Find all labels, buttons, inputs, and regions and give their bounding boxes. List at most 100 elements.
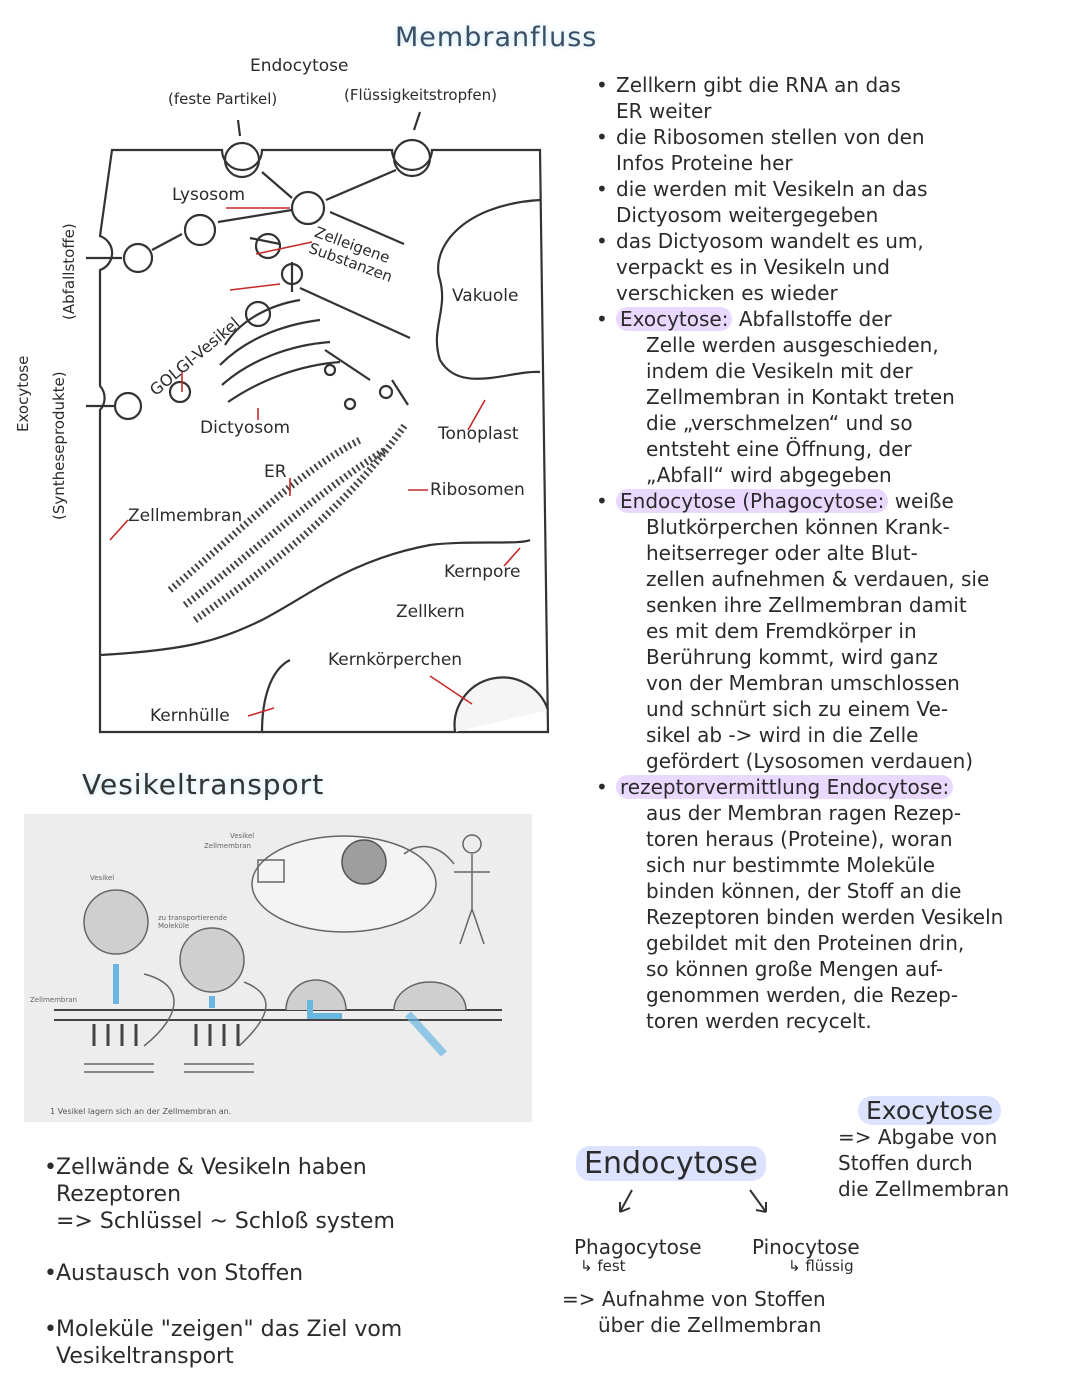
notes-list: • Zellkern gibt die RNA an das ER weiter… xyxy=(588,72,1058,1034)
summary-phago-sub: ↳ fest xyxy=(580,1258,626,1274)
note-line: das Dictyosom wandelt es um, xyxy=(616,228,1058,254)
arrow-left xyxy=(620,1190,632,1212)
small-vesicle xyxy=(345,399,355,409)
vesicle-transport-photo: Vesikel Zellmembran Vesikel zu transport… xyxy=(24,814,532,1122)
label-ribosomen: Ribosomen xyxy=(430,480,525,500)
photo-label-vesikel: Vesikel xyxy=(230,832,254,840)
note-endocytose: • Endocytose (Phagocytose: weiße Blutkör… xyxy=(588,488,1058,774)
nuclear-envelope-bottom xyxy=(262,660,290,732)
label-kernhuelle: Kernhülle xyxy=(150,706,230,726)
photo-label-zellmembran-top: Zellmembran xyxy=(204,842,251,850)
note-line: die „verschmelzen“ und so xyxy=(646,410,1058,436)
note-line: zellen aufnehmen & verdauen, sie xyxy=(646,566,1058,592)
note-line: Berührung kommt, wird ganz xyxy=(646,644,1058,670)
term-endocytose: Endocytose (Phagocytose: xyxy=(616,489,888,513)
note-line: ER weiter xyxy=(616,98,1058,124)
note-line: senken ihre Zellmembran damit xyxy=(646,592,1058,618)
arrow xyxy=(262,172,292,198)
note-line: Zellmembran in Kontakt treten xyxy=(646,384,1058,410)
vesicle-3 xyxy=(286,980,346,1010)
summary-exocytose-title: Exocytose xyxy=(858,1096,1001,1125)
term-exocytose: Exocytose: xyxy=(616,307,732,331)
note-line: von der Membran umschlossen xyxy=(646,670,1058,696)
arrow xyxy=(218,210,292,222)
arrow xyxy=(300,288,410,338)
bullet-line: Zellwände & Vesikeln haben xyxy=(56,1154,395,1181)
photo-label-zellmembran-left: Zellmembran xyxy=(30,996,77,1004)
note-exocytose: • Exocytose: Abfallstoffe der Zelle werd… xyxy=(588,306,1058,488)
small-vesicle xyxy=(380,386,392,398)
summary-phagocytose: Phagocytose xyxy=(574,1236,702,1258)
note-item: • das Dictyosom wandelt es um, verpackt … xyxy=(588,228,1058,306)
label-zellmembran: Zellmembran xyxy=(128,506,242,526)
exo-line: => Abgabe von xyxy=(838,1124,1068,1150)
bullet-line: => Schlüssel ~ Schloß system xyxy=(56,1208,395,1235)
note-line: verpackt es in Vesikeln und xyxy=(616,254,1058,280)
exo-line: Stoffen durch xyxy=(838,1150,1068,1176)
exocytosis-vesicle-waste xyxy=(124,244,152,272)
arrow xyxy=(326,170,396,200)
person-body xyxy=(454,854,490,944)
small-vesicle xyxy=(325,365,335,375)
note-line: toren heraus (Proteine), woran xyxy=(646,826,1058,852)
arrow xyxy=(414,112,420,130)
receptor-proteins xyxy=(94,1024,136,1046)
label-line xyxy=(110,520,128,540)
vesicle-transport-illustration xyxy=(24,814,532,1122)
note-line: es mit dem Fremdkörper in xyxy=(646,618,1058,644)
label-er: ER xyxy=(264,462,287,482)
note-line: binden können, der Stoff an die xyxy=(646,878,1058,904)
nucleus xyxy=(342,840,386,884)
note-line: verschicken es wieder xyxy=(616,280,1058,306)
note-line: genommen werden, die Rezep- xyxy=(646,982,1058,1008)
vesikeltransport-title: Vesikeltransport xyxy=(82,768,324,801)
summary-exocytose-text: => Abgabe von Stoffen durch die Zellmemb… xyxy=(838,1124,1068,1202)
zellmembran-line xyxy=(54,1010,502,1020)
label-line xyxy=(230,284,280,290)
note-line: sich nur bestimmte Moleküle xyxy=(646,852,1058,878)
note-line: und schnürt sich zu einem Ve- xyxy=(646,696,1058,722)
note-line: Zellkern gibt die RNA an das xyxy=(616,72,1058,98)
note-line: Rezeptoren binden werden Vesikeln xyxy=(646,904,1058,930)
label-endocytose: Endocytose xyxy=(250,56,349,76)
arrow xyxy=(152,234,182,250)
nuclear-envelope xyxy=(100,540,530,655)
arrow-right xyxy=(750,1190,766,1212)
note-line: aus der Membran ragen Rezep- xyxy=(646,800,1058,826)
cell-diagram: Endocytose (feste Partikel) (Flüssigkeit… xyxy=(0,0,560,760)
label-kernpore: Kernpore xyxy=(444,562,521,582)
label-line xyxy=(430,676,472,704)
vesicle-own-substances xyxy=(256,234,280,258)
bullet-item: • Austausch von Stoffen xyxy=(56,1260,303,1287)
label-feste-partikel: (feste Partikel) xyxy=(168,90,277,108)
summary-endocytose-title: Endocytose xyxy=(576,1146,766,1181)
bullet-item: • Zellwände & Vesikeln haben Rezeptoren … xyxy=(56,1154,395,1235)
note-line: Blutkörperchen können Krank- xyxy=(646,514,1058,540)
label-line xyxy=(248,708,274,716)
endocytosis-vesicle-solid xyxy=(225,143,259,177)
note-line: Infos Proteine her xyxy=(616,150,1058,176)
vesicle xyxy=(292,192,324,224)
note-line: sikel ab -> wird in die Zelle xyxy=(646,722,1058,748)
note-item: • die werden mit Vesikeln an das Dictyos… xyxy=(588,176,1058,228)
note-rezeptor: • rezeptorvermittlung Endocytose: aus de… xyxy=(588,774,1058,1034)
label-line xyxy=(256,242,312,254)
vesicle-1 xyxy=(84,890,148,954)
membrane-segment xyxy=(84,1064,254,1072)
arrow xyxy=(239,982,266,1046)
photo-label-molekuele: zu transportierende Moleküle xyxy=(158,914,228,930)
nucleolus xyxy=(455,677,548,732)
note-line: die Ribosomen stellen von den xyxy=(616,124,1058,150)
vesicle-fused xyxy=(394,982,466,1010)
arrow xyxy=(238,120,240,136)
bullet-line: Rezeptoren xyxy=(56,1181,395,1208)
note-line: weiße xyxy=(895,489,954,513)
summary-aufnahme-2: über die Zellmembran xyxy=(598,1314,821,1336)
vesicle-2 xyxy=(180,928,244,992)
label-tonoplast: Tonoplast xyxy=(438,424,519,444)
person-head xyxy=(463,835,481,853)
note-line: gefördert (Lysosomen verdauen) xyxy=(646,748,1058,774)
bullet-item: • Moleküle "zeigen" das Ziel vom Vesikel… xyxy=(56,1316,402,1370)
arrow xyxy=(250,238,280,244)
receptor-proteins xyxy=(196,1024,238,1046)
